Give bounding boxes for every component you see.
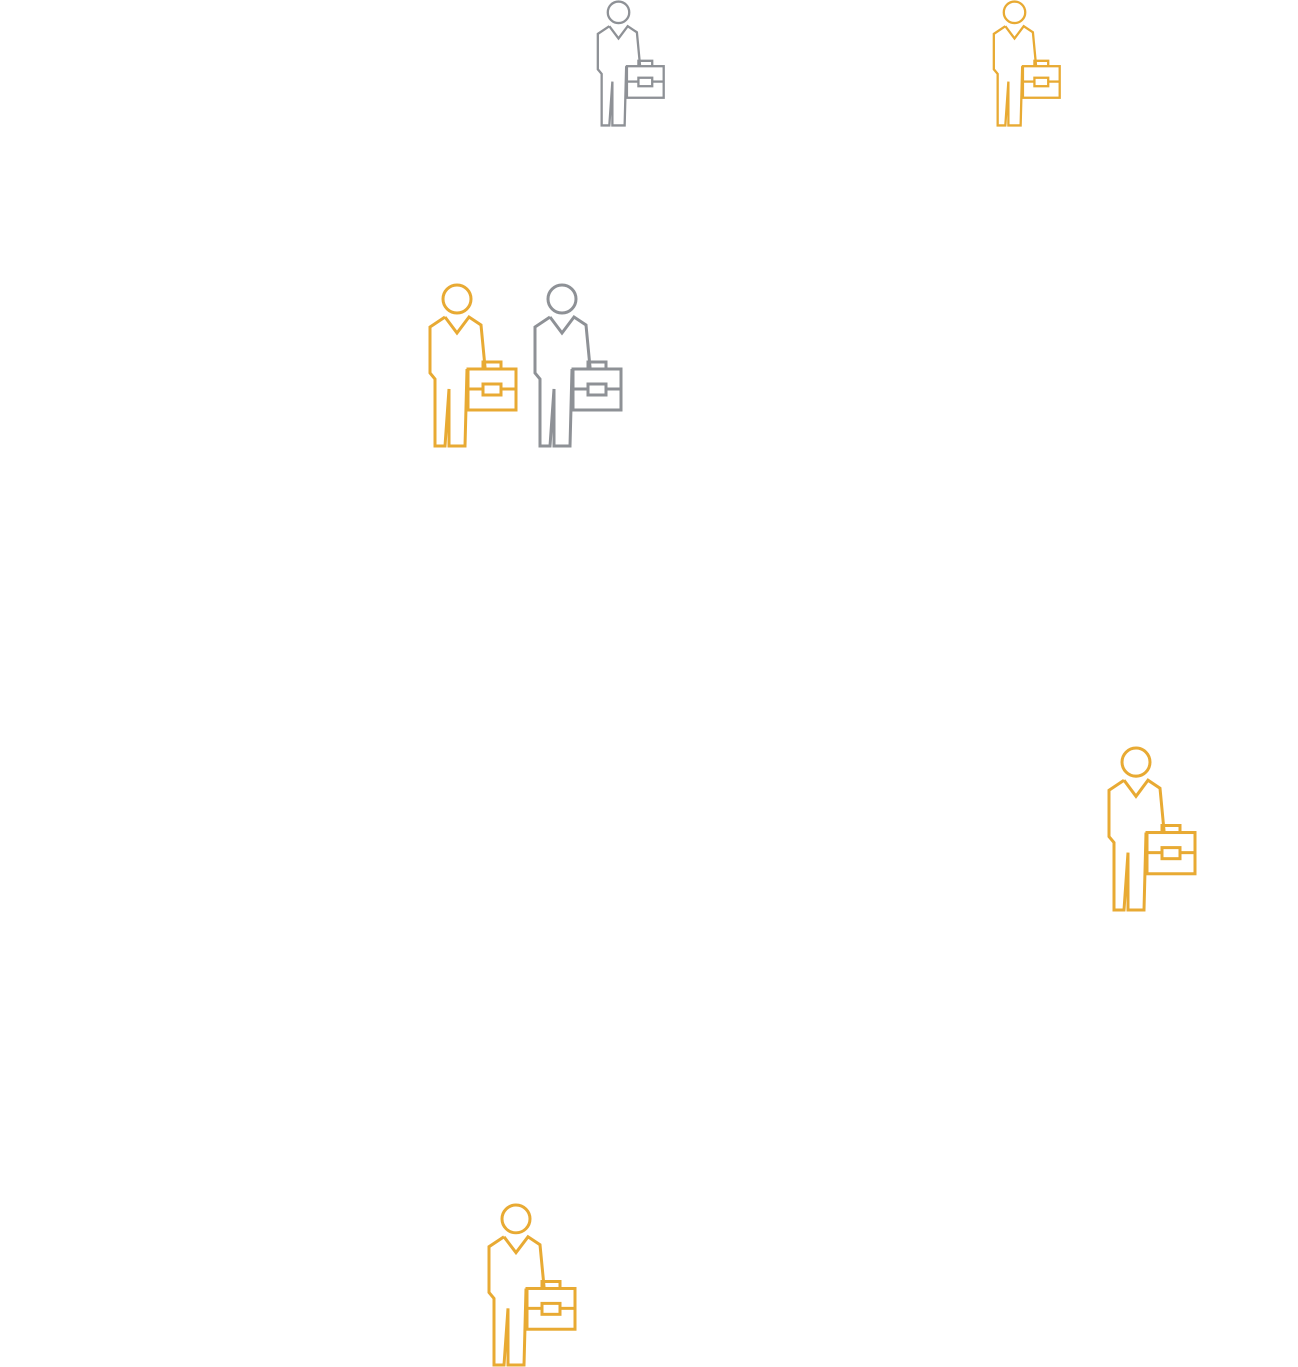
businessperson-with-briefcase-icon	[484, 1203, 578, 1367]
businessperson-with-briefcase-icon	[1107, 746, 1197, 912]
businessperson-with-briefcase-icon	[596, 0, 665, 127]
businessperson-with-briefcase-icon	[1104, 746, 1198, 912]
businessperson-with-briefcase-icon	[594, 0, 666, 127]
businessperson-with-briefcase-icon	[992, 0, 1061, 127]
businessperson-with-briefcase-icon	[530, 283, 624, 448]
businessperson-with-briefcase-icon	[990, 0, 1062, 127]
businessperson-with-briefcase-icon	[487, 1203, 577, 1367]
businessperson-with-briefcase-icon	[533, 283, 623, 448]
businessperson-with-briefcase-icon	[425, 283, 519, 448]
businessperson-with-briefcase-icon	[428, 283, 518, 448]
